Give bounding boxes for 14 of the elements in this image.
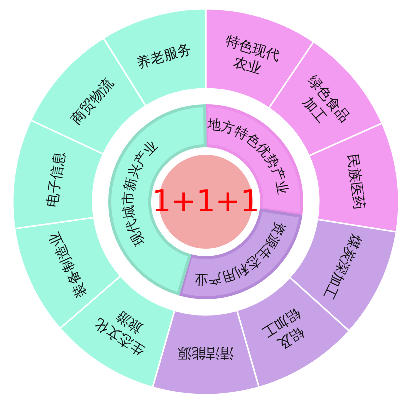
segment-label: 商贸物流 <box>68 76 118 128</box>
segment-label: 生态文化旅游 <box>92 307 148 359</box>
outer-ring-segment <box>152 310 260 396</box>
segment-label: 特色现代农业 <box>224 33 282 78</box>
segment-label: 养老服务 <box>135 41 194 72</box>
segment-label: 清洁能源 <box>178 344 234 361</box>
segment-label: 铝及铝加工 <box>259 304 307 352</box>
segment-label: 装备制造业 <box>46 229 90 300</box>
segment-label: 资源生态利用产业 <box>194 220 288 288</box>
outer-ring-segment <box>308 122 400 233</box>
segment-label: 煤炭深加工 <box>320 232 365 302</box>
segment-label: 电子信息 <box>44 150 69 209</box>
segment-label: 绿色食品加工 <box>300 72 353 127</box>
segment-label: 民族医药 <box>344 154 368 212</box>
